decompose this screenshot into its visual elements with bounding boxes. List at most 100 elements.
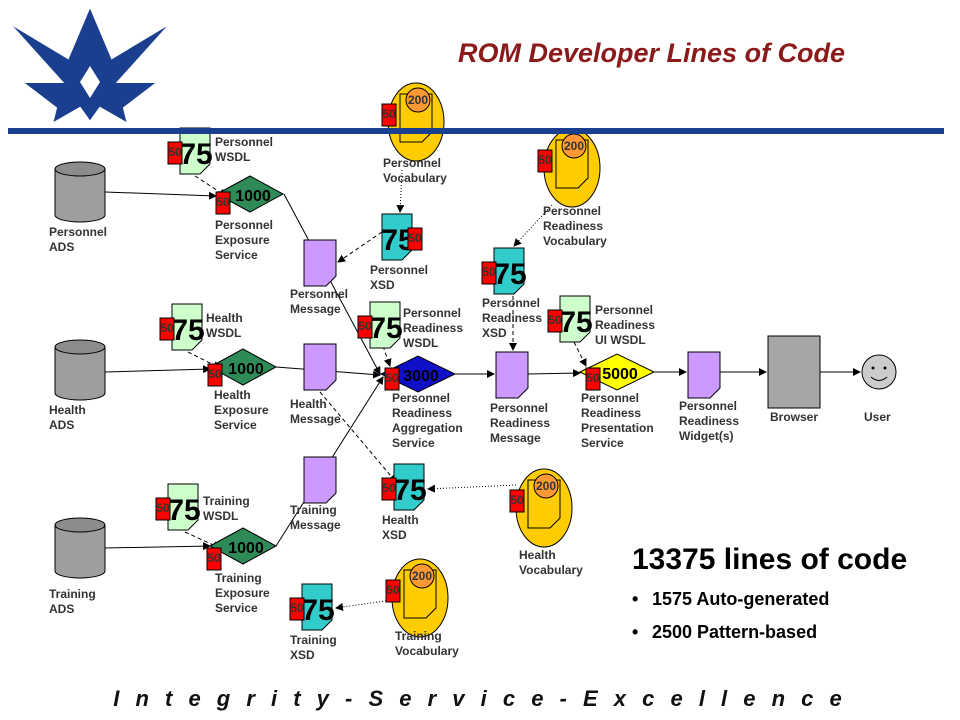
presentation-badge-text: 50 xyxy=(586,371,600,385)
health-xsd-doc xyxy=(393,463,425,511)
aggregation-label: Aggregation xyxy=(392,421,463,435)
readiness-ui-wsdl-label: UI WSDL xyxy=(595,333,646,347)
readiness-vocab-label: Readiness xyxy=(543,219,603,233)
presentation-badge xyxy=(585,367,601,391)
health-exposure-label: Exposure xyxy=(214,403,269,417)
training-wsdl-value: 75 xyxy=(167,494,200,527)
header-rule xyxy=(8,128,944,134)
health-xsd-label: XSD xyxy=(382,528,407,542)
link-vocab-to-xsd xyxy=(427,484,517,493)
training-wsdl-badge xyxy=(155,497,171,521)
health-exposure-badge-text: 50 xyxy=(208,367,222,381)
personnel-vocab-circle xyxy=(405,87,431,113)
readiness-xsd-badge xyxy=(481,261,497,285)
logo-wing-shape xyxy=(7,3,173,127)
training-wsdl-doc xyxy=(167,483,199,531)
readiness-ui-wsdl-label: Readiness xyxy=(595,318,655,332)
personnel-exposure-value: 1000 xyxy=(235,188,271,205)
summary-headline: 13375 lines of code xyxy=(632,543,908,576)
link-exposure-to-aggregation xyxy=(283,193,381,375)
readiness-widget-label: Readiness xyxy=(679,414,739,428)
link-ads-to-exposure xyxy=(104,542,211,551)
presentation-label: Service xyxy=(581,436,624,450)
personnel-xsd-label: XSD xyxy=(370,278,395,292)
personnel-message-label: Message xyxy=(290,302,341,316)
readiness-vocab-value: 200 xyxy=(564,139,584,153)
health-wsdl-badge xyxy=(159,317,175,341)
browser-box xyxy=(767,335,821,409)
readiness-wsdl-label: Personnel xyxy=(403,306,461,320)
health-exposure-label: Service xyxy=(214,418,257,432)
aggregation-badge xyxy=(384,367,400,391)
training-wsdl-label: Training xyxy=(203,494,250,508)
training-exposure-service-shape xyxy=(208,527,278,565)
training-vocab-label: Training xyxy=(395,629,442,643)
training-exposure-label: Training xyxy=(215,571,262,585)
readiness-message-doc xyxy=(495,351,529,399)
health-exposure-service-shape xyxy=(208,348,278,386)
presentation-label: Readiness xyxy=(581,406,641,420)
user-eye-icon xyxy=(883,366,887,370)
training-ads-label: ADS xyxy=(49,602,74,616)
health-vocab-badge xyxy=(509,489,525,513)
training-wsdl-badge-text: 50 xyxy=(156,501,170,515)
readiness-xsd-doc xyxy=(493,247,525,295)
health-ads-label: ADS xyxy=(49,418,74,432)
aggregation-label: Personnel xyxy=(392,391,450,405)
readiness-wsdl-label: Readiness xyxy=(403,321,463,335)
readiness-xsd-label: Personnel xyxy=(482,296,540,310)
training-exposure-badge xyxy=(206,547,222,571)
readiness-widget-label: Personnel xyxy=(679,399,737,413)
readiness-vocab-badge xyxy=(537,149,553,173)
training-ads-label: Training xyxy=(49,587,96,601)
health-vocab-circle xyxy=(533,473,559,499)
training-message-doc xyxy=(303,456,337,504)
health-wsdl-badge-text: 50 xyxy=(160,321,174,335)
readiness-ui-wsdl-badge xyxy=(547,309,563,333)
link-ads-to-exposure xyxy=(104,365,211,374)
readiness-message-label: Personnel xyxy=(490,401,548,415)
training-message-label: Message xyxy=(290,518,341,532)
training-exposure-label: Service xyxy=(215,601,258,615)
training-wsdl-label: WSDL xyxy=(203,509,238,523)
presentation-label: Personnel xyxy=(581,391,639,405)
health-wsdl-doc xyxy=(171,303,203,351)
personnel-exposure-label: Exposure xyxy=(215,233,270,247)
link-vocab-to-xsd xyxy=(513,204,553,247)
personnel-ads-cylinder-top xyxy=(54,161,106,177)
readiness-wsdl-badge-text: 50 xyxy=(358,319,372,333)
personnel-wsdl-value: 75 xyxy=(179,138,212,171)
readiness-ui-wsdl-label: Personnel xyxy=(595,303,653,317)
readiness-xsd-badge-text: 50 xyxy=(482,265,496,279)
link-vocab-to-xsd xyxy=(396,169,405,213)
user-face-icon xyxy=(861,354,897,390)
health-vocab-label: Vocabulary xyxy=(519,563,583,577)
readiness-xsd-label: Readiness xyxy=(482,311,542,325)
personnel-exposure-label: Service xyxy=(215,248,258,262)
aggregation-badge-text: 50 xyxy=(385,371,399,385)
health-vocab-label: Health xyxy=(519,548,556,562)
aggregation-label: Readiness xyxy=(392,406,452,420)
personnel-wsdl-label: Personnel xyxy=(215,135,273,149)
readiness-ui-wsdl-badge-text: 50 xyxy=(548,313,562,327)
personnel-ads-label: Personnel xyxy=(49,225,107,239)
personnel-xsd-badge xyxy=(407,227,423,251)
logo-star xyxy=(80,66,100,98)
health-wsdl-label: Health xyxy=(206,311,243,325)
training-ads-cylinder xyxy=(54,525,106,579)
health-wsdl-label: WSDL xyxy=(206,326,241,340)
personnel-wsdl-label: WSDL xyxy=(215,150,250,164)
personnel-exposure-label: Personnel xyxy=(215,218,273,232)
training-vocab-value: 200 xyxy=(412,569,432,583)
training-message-label: Training xyxy=(290,503,337,517)
readiness-message-label: Message xyxy=(490,431,541,445)
health-ads-label: Health xyxy=(49,403,86,417)
readiness-wsdl-label: WSDL xyxy=(403,336,438,350)
health-message-label: Health xyxy=(290,397,327,411)
readiness-ui-wsdl-value: 75 xyxy=(559,306,592,339)
personnel-ads-label: ADS xyxy=(49,240,74,254)
personnel-xsd-label: Personnel xyxy=(370,263,428,277)
summary-item: •1575 Auto-generated xyxy=(632,589,907,610)
health-xsd-badge-text: 50 xyxy=(382,481,396,495)
